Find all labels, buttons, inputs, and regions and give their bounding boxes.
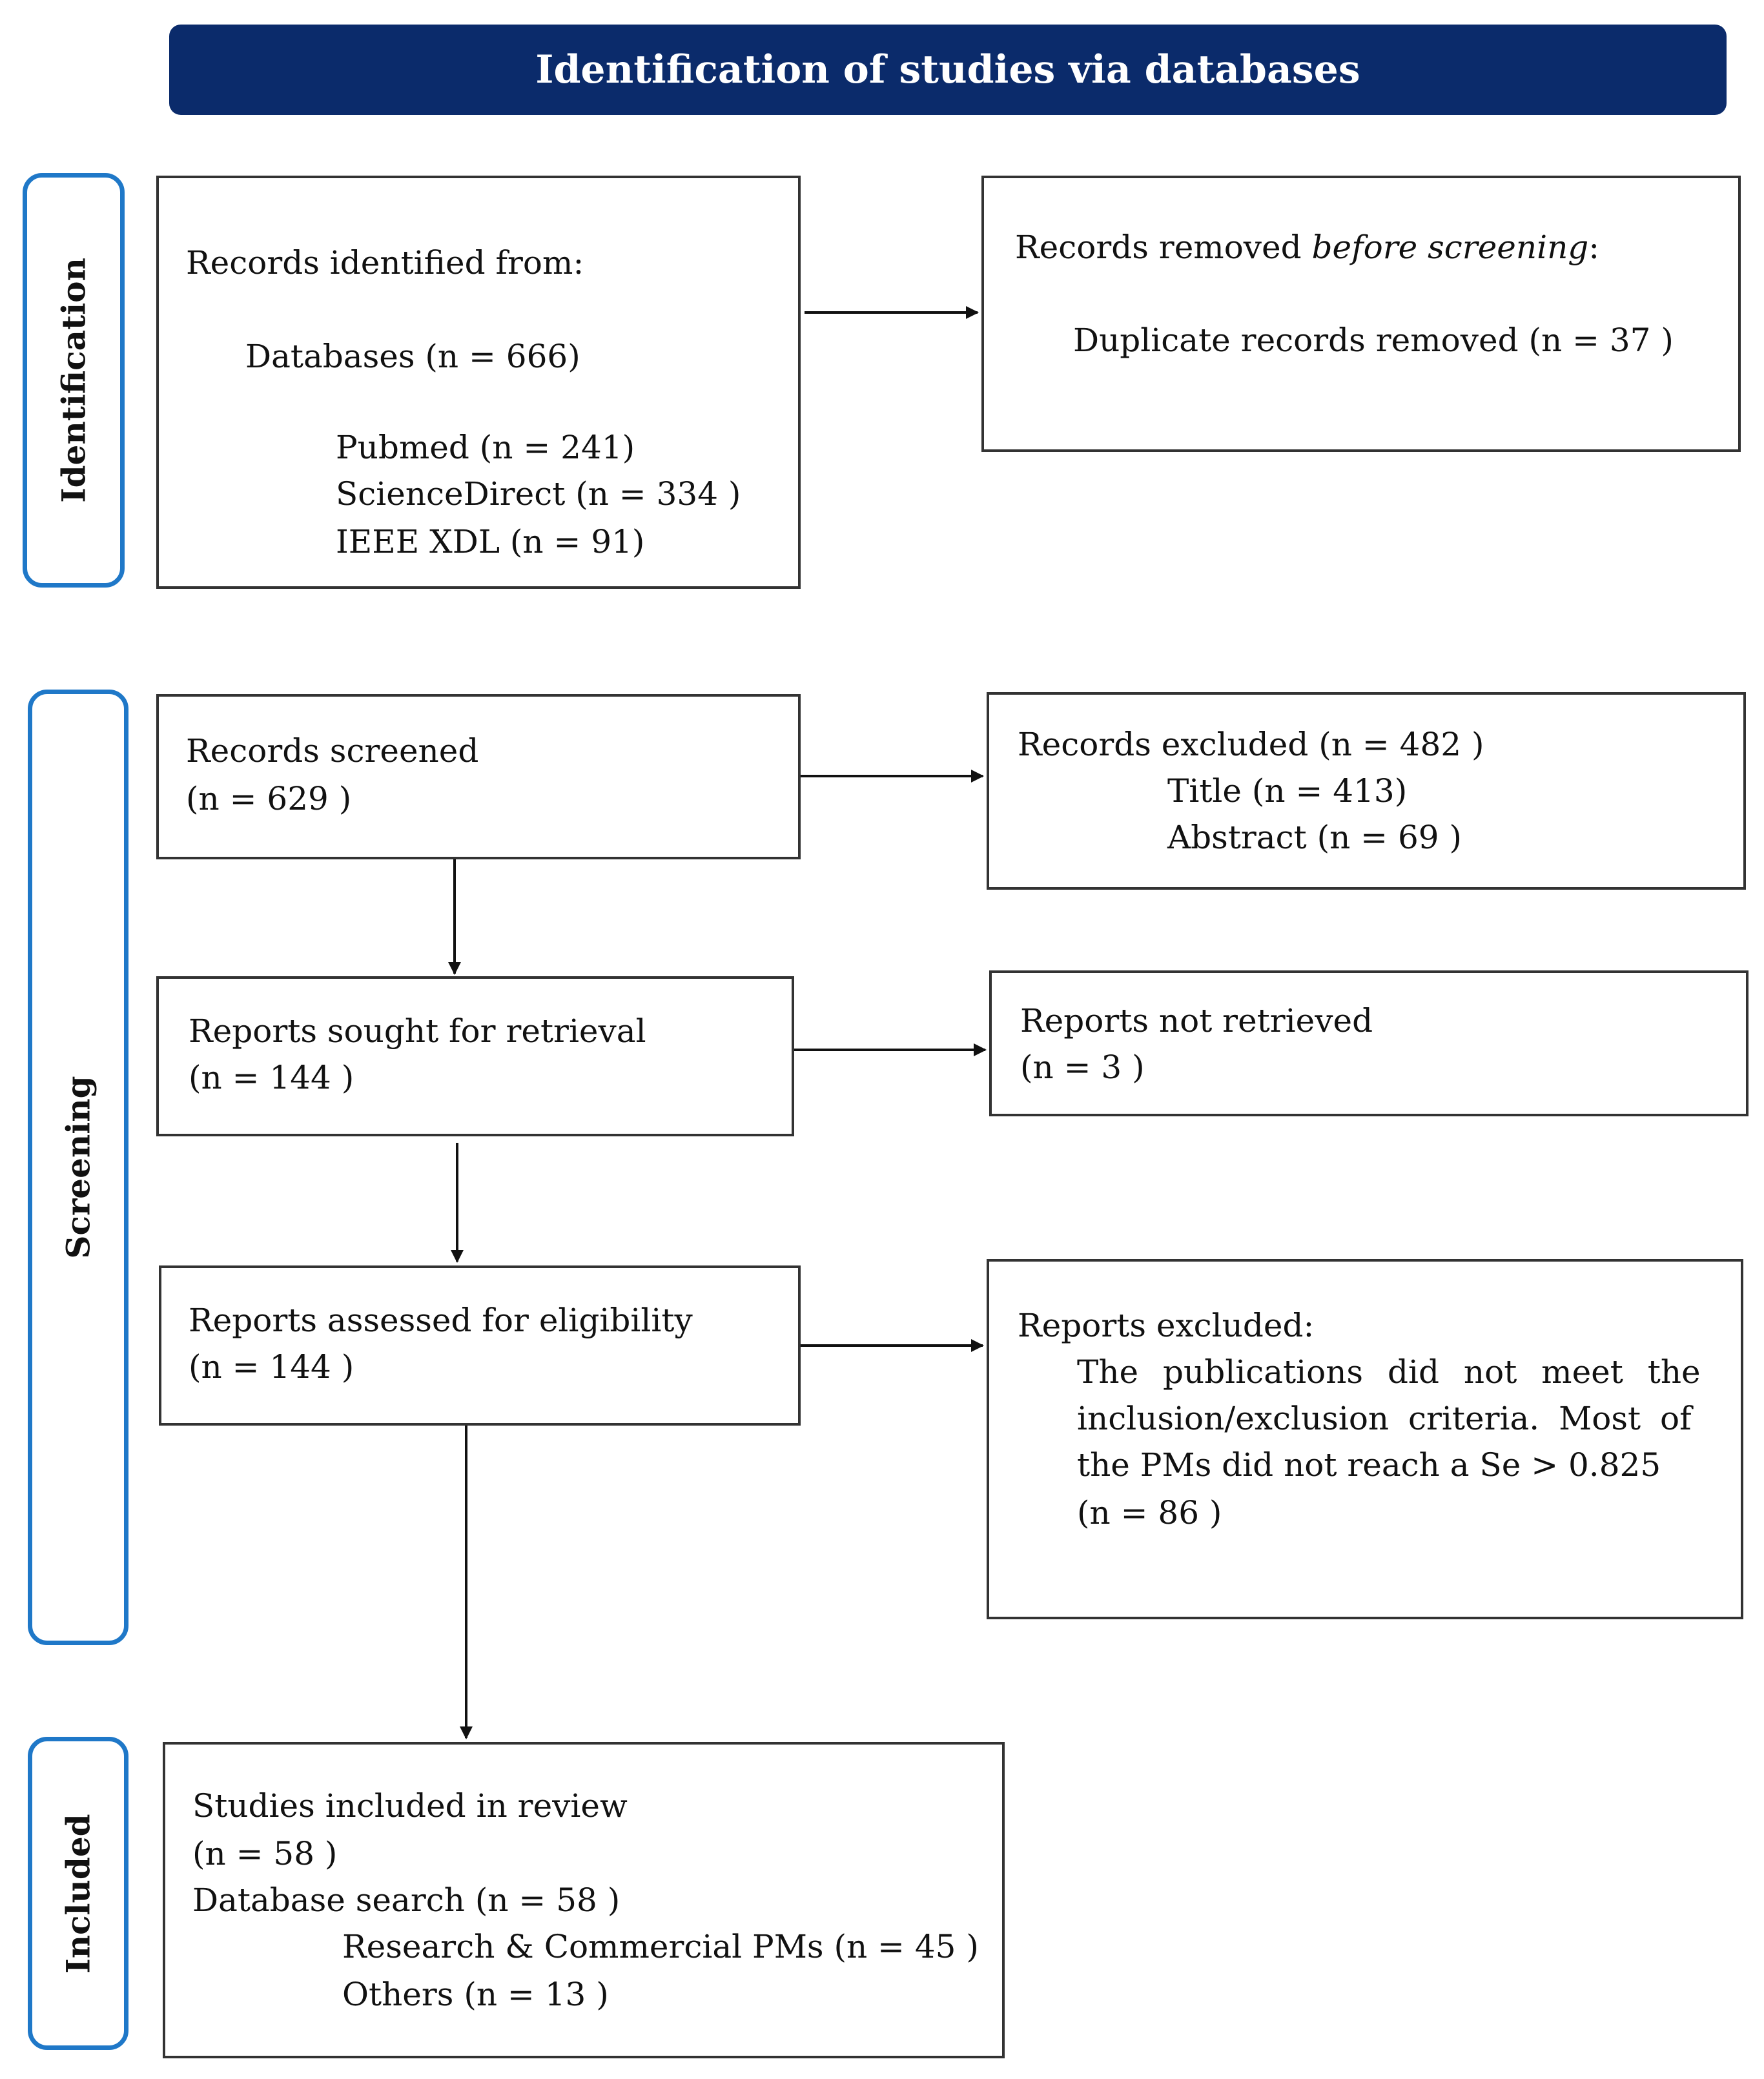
phase-included: Included [28, 1737, 128, 2050]
pubmed-count: Pubmed (n = 241) [336, 429, 635, 466]
reports-excluded-title: Reports excluded: [1018, 1307, 1315, 1344]
records-removed-title: Records removed before screening: [1015, 229, 1600, 266]
reports-assessed-box [159, 1265, 801, 1426]
reports-excluded-count: (n = 86 ) [1077, 1494, 1222, 1531]
records-excluded-title: Records excluded (n = 482 ) [1018, 726, 1484, 763]
header-banner: Identification of studies via databases [169, 25, 1727, 115]
reports-excluded-box [987, 1259, 1743, 1619]
records-screened-box [156, 694, 801, 859]
header-title: Identification of studies via databases [535, 47, 1360, 92]
records-identified-title: Records identified from: [186, 244, 584, 282]
records-excluded-abstract-line: Abstract (n = 69 ) [1167, 819, 1462, 856]
records-excluded-box [987, 692, 1746, 890]
reports-sought-title: Reports sought for retrieval [189, 1012, 646, 1050]
reports-not-retrieved-box [989, 970, 1749, 1116]
studies-included-title: Studies included in review [192, 1787, 628, 1825]
others-count: Others (n = 13 ) [342, 1976, 609, 2013]
duplicates-removed: Duplicate records removed (n = 37 ) [1073, 322, 1674, 359]
reports-excluded-line1: The publications did not meet the [1077, 1353, 1701, 1391]
records-removed-box [981, 176, 1741, 452]
phase-identification-label: Identification [54, 258, 93, 503]
reports-sought-box [156, 976, 794, 1136]
reports-not-retrieved-count: (n = 3 ) [1020, 1049, 1145, 1086]
records-screened-count: (n = 629 ) [186, 780, 352, 817]
phase-identification: Identification [23, 173, 125, 588]
research-commercial-count: Research & Commercial PMs (n = 45 ) [342, 1928, 979, 1965]
reports-assessed-count: (n = 144 ) [189, 1348, 354, 1386]
database-search-count: Database search (n = 58 ) [192, 1881, 620, 1919]
records-screened-title: Records screened [186, 732, 479, 770]
sciencedirect-count: ScienceDirect (n = 334 ) [336, 475, 741, 513]
records-excluded-title-line: Title (n = 413) [1167, 772, 1408, 810]
reports-excluded-line3: the PMs did not reach a Se > 0.825 [1077, 1446, 1661, 1484]
phase-screening-label: Screening [59, 1076, 97, 1259]
reports-excluded-line2: inclusion/exclusion criteria. Most of [1077, 1400, 1692, 1437]
ieee-count: IEEE XDL (n = 91) [336, 523, 645, 560]
records-identified-box [156, 176, 801, 589]
reports-not-retrieved-title: Reports not retrieved [1020, 1002, 1373, 1040]
phase-screening: Screening [28, 690, 128, 1645]
reports-sought-count: (n = 144 ) [189, 1059, 354, 1096]
databases-count: Databases (n = 666) [245, 338, 580, 375]
studies-included-box [163, 1742, 1005, 2058]
studies-included-count: (n = 58 ) [192, 1835, 338, 1872]
reports-assessed-title: Reports assessed for eligibility [189, 1302, 693, 1339]
phase-included-label: Included [59, 1813, 97, 1974]
